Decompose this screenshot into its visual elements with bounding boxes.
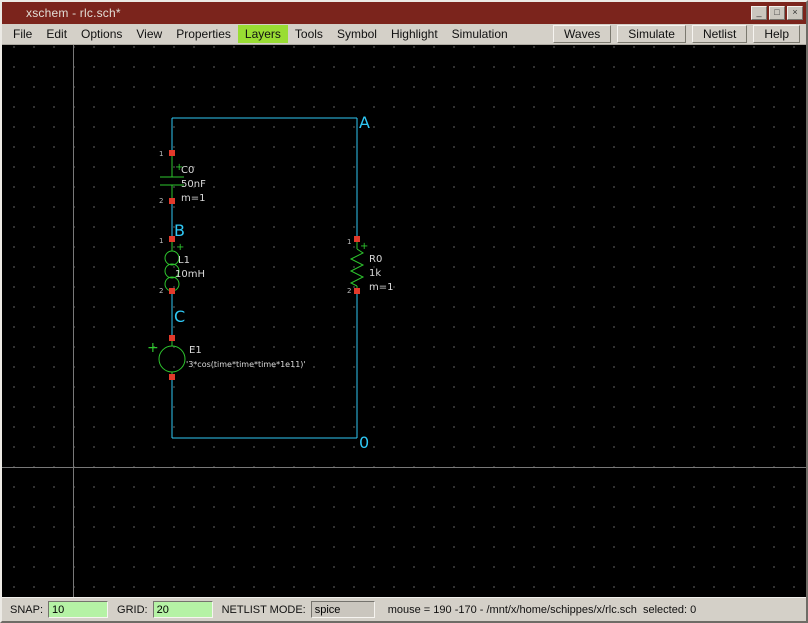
menu-view[interactable]: View	[129, 25, 169, 43]
menu-symbol[interactable]: Symbol	[330, 25, 384, 43]
netlist-mode-input[interactable]	[311, 601, 375, 618]
l1-plus-sign: +	[176, 242, 184, 253]
r0-pin1-number: 1	[347, 238, 351, 246]
r0-value-label[interactable]: 1k	[369, 268, 381, 279]
netlist-mode-label: NETLIST MODE:	[222, 604, 306, 616]
e1-plus-sign: +	[147, 340, 159, 356]
status-bar: SNAP: GRID: NETLIST MODE: mouse = 190 -1…	[2, 597, 806, 621]
l1-ref-label[interactable]: L1	[178, 255, 190, 266]
r0-pin2-number: 2	[347, 287, 351, 295]
snap-input[interactable]	[48, 601, 108, 618]
r0-plus-sign: +	[360, 241, 368, 252]
menu-options[interactable]: Options	[74, 25, 129, 43]
c0-pin2-number: 2	[159, 197, 163, 205]
menu-properties[interactable]: Properties	[169, 25, 238, 43]
c0-mult-label[interactable]: m=1	[181, 193, 205, 204]
grid-input[interactable]	[153, 601, 213, 618]
grid-label: GRID:	[117, 604, 148, 616]
title-bar[interactable]: xschem - rlc.sch* _ □ ×	[2, 2, 806, 24]
l1-value-label[interactable]: 10mH	[175, 269, 205, 280]
l1-pin1-number: 1	[159, 237, 163, 245]
menu-layers[interactable]: Layers	[238, 25, 288, 43]
menu-tools[interactable]: Tools	[288, 25, 330, 43]
window-title: xschem - rlc.sch*	[26, 6, 121, 20]
menu-file[interactable]: File	[6, 25, 39, 43]
schematic-drawing[interactable]: A B C 0 1 + C0 50nF m=1 2 1 + L1 10mH 2 …	[2, 45, 806, 597]
minimize-button[interactable]: _	[751, 6, 767, 20]
net-label-0[interactable]: 0	[359, 433, 369, 452]
netlist-button[interactable]: Netlist	[692, 25, 747, 43]
c0-value-label[interactable]: 50nF	[181, 179, 206, 190]
net-label-b[interactable]: B	[174, 221, 185, 240]
mouse-status-text: mouse = 190 -170 - /mnt/x/home/schippes/…	[388, 604, 696, 616]
snap-label: SNAP:	[10, 604, 43, 616]
menu-edit[interactable]: Edit	[39, 25, 74, 43]
e1-value-label[interactable]: '3*cos(time*time*time*1e11)'	[186, 360, 306, 369]
menu-simulation[interactable]: Simulation	[445, 25, 515, 43]
vsource-symbol[interactable]	[159, 338, 185, 377]
c0-ref-label[interactable]: C0	[181, 165, 194, 176]
r0-ref-label[interactable]: R0	[369, 254, 382, 265]
menu-highlight[interactable]: Highlight	[384, 25, 445, 43]
r0-mult-label[interactable]: m=1	[369, 282, 393, 293]
menu-bar: File Edit Options View Properties Layers…	[2, 24, 806, 45]
waves-button[interactable]: Waves	[553, 25, 611, 43]
simulate-button[interactable]: Simulate	[617, 25, 686, 43]
schematic-canvas[interactable]: A B C 0 1 + C0 50nF m=1 2 1 + L1 10mH 2 …	[2, 45, 806, 597]
help-button[interactable]: Help	[753, 25, 800, 43]
window-controls: _ □ ×	[751, 6, 803, 20]
c0-pin1-number: 1	[159, 150, 163, 158]
maximize-button[interactable]: □	[769, 6, 785, 20]
l1-pin2-number: 2	[159, 287, 163, 295]
e1-ref-label[interactable]: E1	[189, 345, 202, 356]
net-label-a[interactable]: A	[359, 113, 370, 132]
net-label-c[interactable]: C	[174, 307, 185, 326]
toolbar-buttons: Waves Simulate Netlist Help	[553, 25, 802, 43]
close-button[interactable]: ×	[787, 6, 803, 20]
